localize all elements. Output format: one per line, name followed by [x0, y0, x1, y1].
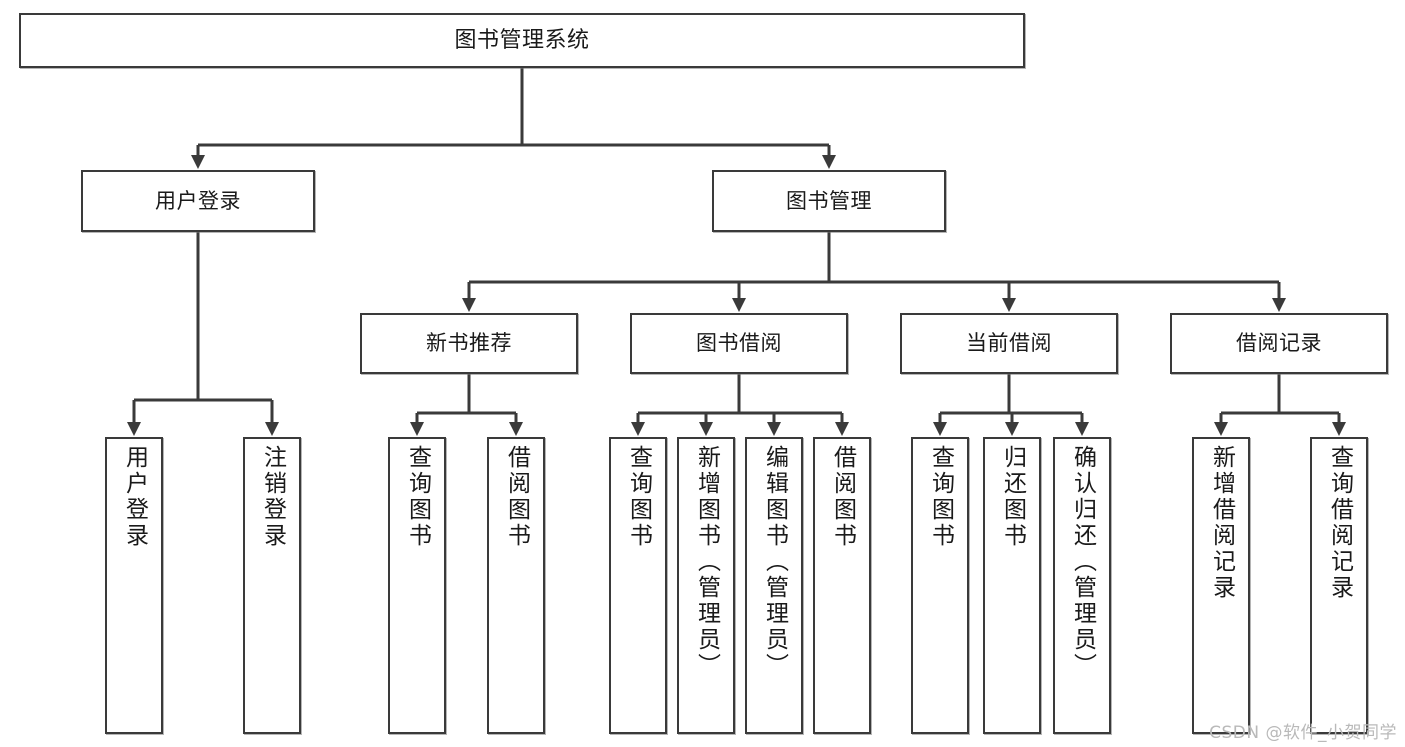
node-label: 借阅记录: [1236, 331, 1322, 356]
node-label: 查询图书: [927, 445, 954, 549]
arrowhead: [1005, 422, 1019, 436]
node-leaf-logout[interactable]: 注销登录: [243, 437, 301, 734]
node-leaf-query-record[interactable]: 查询借阅记录: [1310, 437, 1368, 734]
node-user-login[interactable]: 用户登录: [81, 170, 315, 232]
node-current-borrow[interactable]: 当前借阅: [900, 313, 1118, 374]
node-leaf-confirm-return[interactable]: 确认归还（管理员）: [1053, 437, 1111, 734]
node-leaf-query-book-2[interactable]: 查询图书: [609, 437, 667, 734]
arrowhead: [127, 422, 141, 436]
arrowhead: [410, 422, 424, 436]
arrowhead: [1002, 298, 1016, 312]
node-leaf-borrow-book-2[interactable]: 借阅图书: [813, 437, 871, 734]
arrowhead: [767, 422, 781, 436]
node-book-borrow[interactable]: 图书借阅: [630, 313, 848, 374]
arrowhead: [1075, 422, 1089, 436]
arrowhead: [933, 422, 947, 436]
node-label: 图书管理: [786, 188, 872, 213]
arrowhead: [462, 298, 476, 312]
arrowhead: [631, 422, 645, 436]
node-leaf-edit-book[interactable]: 编辑图书（管理员）: [745, 437, 803, 734]
node-borrow-record[interactable]: 借阅记录: [1170, 313, 1388, 374]
node-label: 图书借阅: [696, 331, 782, 356]
node-label: 新增图书（管理员）: [693, 445, 720, 679]
arrowhead: [1272, 298, 1286, 312]
arrowhead: [191, 155, 205, 169]
node-label: 注销登录: [259, 445, 286, 549]
node-label: 归还图书: [999, 445, 1026, 549]
node-leaf-add-book[interactable]: 新增图书（管理员）: [677, 437, 735, 734]
arrowhead: [1214, 422, 1228, 436]
node-label: 借阅图书: [503, 445, 530, 549]
arrowhead: [822, 155, 836, 169]
node-leaf-borrow-book-1[interactable]: 借阅图书: [487, 437, 545, 734]
node-root[interactable]: 图书管理系统: [19, 13, 1025, 68]
node-label: 用户登录: [155, 188, 241, 213]
node-label: 编辑图书（管理员）: [761, 445, 788, 679]
node-label: 查询图书: [625, 445, 652, 549]
arrowhead: [732, 298, 746, 312]
node-leaf-query-book-1[interactable]: 查询图书: [388, 437, 446, 734]
arrowhead: [699, 422, 713, 436]
node-label: 新增借阅记录: [1208, 445, 1235, 601]
node-new-book-rec[interactable]: 新书推荐: [360, 313, 578, 374]
node-leaf-user-login[interactable]: 用户登录: [105, 437, 163, 734]
node-label: 查询图书: [404, 445, 431, 549]
node-label: 新书推荐: [426, 331, 512, 356]
node-label: 确认归还（管理员）: [1069, 445, 1096, 679]
node-leaf-return-book[interactable]: 归还图书: [983, 437, 1041, 734]
arrowhead: [509, 422, 523, 436]
node-leaf-add-record[interactable]: 新增借阅记录: [1192, 437, 1250, 734]
node-label: 借阅图书: [829, 445, 856, 549]
node-label: 用户登录: [121, 445, 148, 549]
arrowhead: [835, 422, 849, 436]
arrowhead: [1332, 422, 1346, 436]
node-label: 查询借阅记录: [1326, 445, 1353, 601]
node-label: 图书管理系统: [454, 27, 590, 53]
node-leaf-query-book-3[interactable]: 查询图书: [911, 437, 969, 734]
node-label: 当前借阅: [966, 331, 1052, 356]
arrowhead: [265, 422, 279, 436]
node-book-manage[interactable]: 图书管理: [712, 170, 946, 232]
